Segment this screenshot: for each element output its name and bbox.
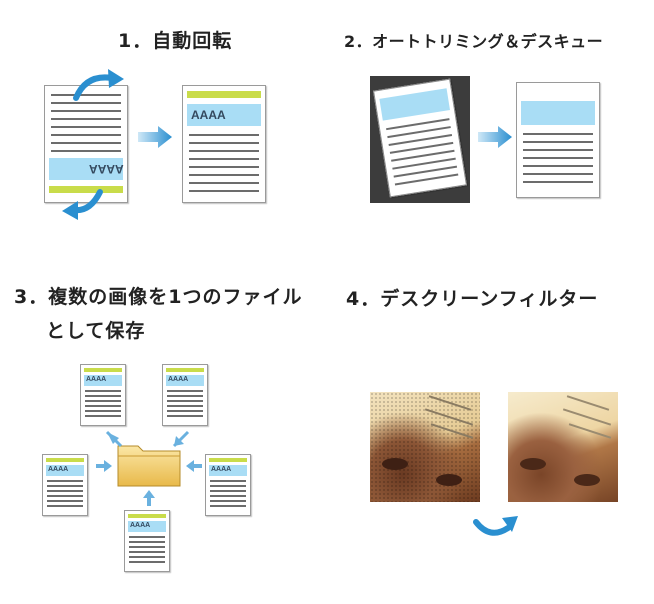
section-2-title: 2．オートトリミング＆デスキュー [344,32,604,51]
section-1-title: 1．自動回転 [118,30,233,52]
arrow-right-icon [478,126,512,148]
section-3-title-line1: 3．複数の画像を1つのファイル [14,286,303,308]
mini-page-top-right: AAAA [162,364,208,426]
doc-text: AAAA [191,108,226,122]
mini-page-bottom: AAAA [124,510,170,572]
mini-page-top-left: AAAA [80,364,126,426]
arrow-in-icon [172,430,190,448]
before-photo [370,392,480,502]
arrow-in-icon [96,460,112,472]
trimmed-page [516,82,600,198]
mini-page-left: AAAA [42,454,88,516]
skewed-page [373,78,467,198]
arrow-in-icon [105,430,123,448]
mini-page-right: AAAA [205,454,251,516]
after-photo [508,392,618,502]
section-4-title: 4．デスクリーンフィルター [346,288,599,310]
folder-icon [117,445,181,487]
rotate-arrow-top-icon [73,69,124,101]
arrow-right-icon [138,126,172,148]
section-3-title-line2: として保存 [46,320,146,342]
rotated-page: AAAA [182,85,266,203]
rotate-arrow-bottom-icon [62,189,103,220]
curved-arrow-icon [473,516,518,536]
doc-text-rotated: AAAA [89,162,124,176]
upside-down-page: AAAA [44,85,128,203]
arrow-in-icon [143,490,155,506]
arrow-in-icon [186,460,202,472]
